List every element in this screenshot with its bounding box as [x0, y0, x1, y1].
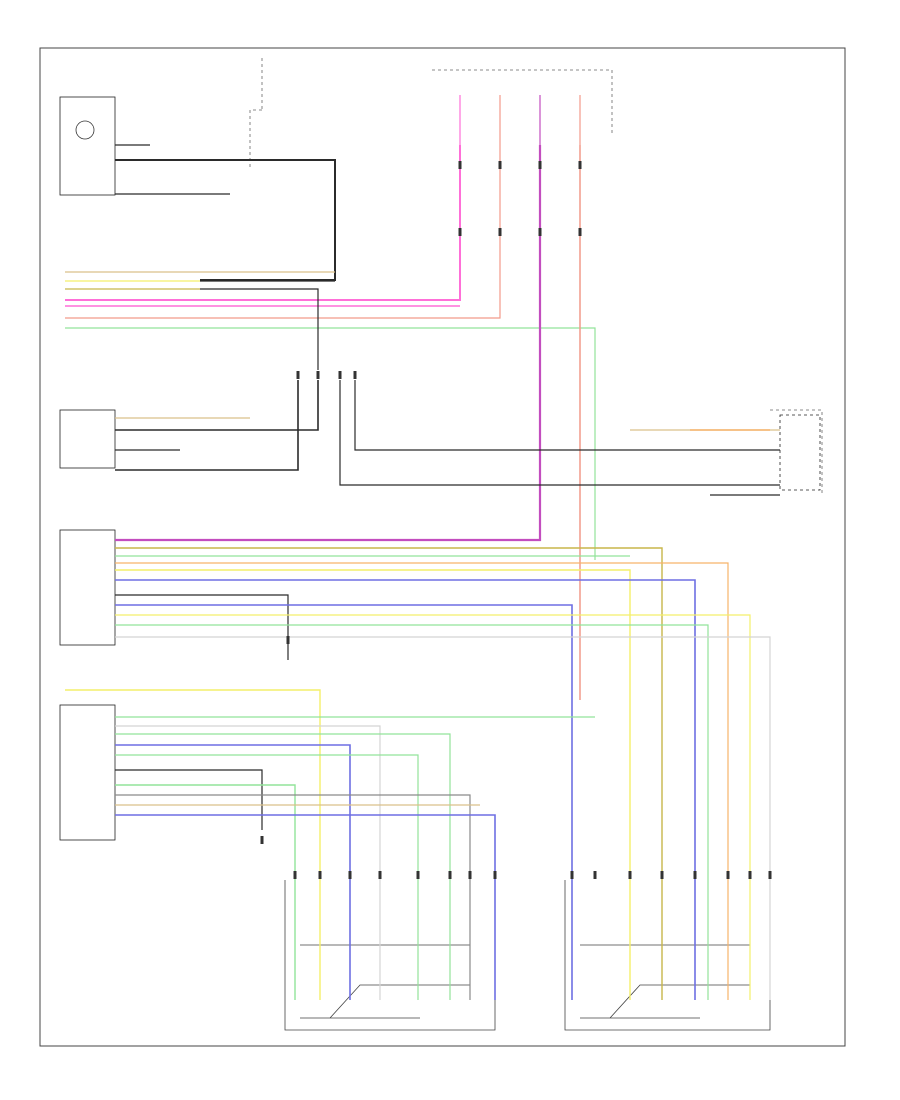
- right-motor-assembly: [564, 880, 771, 1031]
- right-motor-connector-8: [768, 871, 772, 879]
- switch-knob-icon: [75, 120, 95, 140]
- fuse-connector-4: [578, 161, 582, 169]
- wire-mid-switch-black-3: [115, 380, 299, 471]
- left-motor-connector-8: [493, 871, 497, 879]
- fuse-connector-2: [498, 161, 502, 169]
- diagram-frame: [39, 47, 846, 1047]
- left-motor-connector-4: [378, 871, 382, 879]
- wire-rr-blue-2: [115, 814, 496, 1000]
- fuse-connector-lower-2: [498, 228, 502, 236]
- left-motor-connector-2: [318, 871, 322, 879]
- left-motor-connector-1: [293, 871, 297, 879]
- wire-lr-yellow-2: [115, 614, 751, 1000]
- wire-lr-yellow: [115, 569, 631, 1000]
- top-left-switch: [59, 96, 116, 196]
- junction-connector-4: [353, 371, 357, 379]
- wire-lr-white: [115, 636, 771, 1000]
- fuse-connector-lower-4: [578, 228, 582, 236]
- wire-harness-green: [65, 327, 596, 560]
- left-motor-connector-7: [468, 871, 472, 879]
- wire-mid-right-2: [339, 380, 780, 486]
- fuse-connector-lower-3: [538, 228, 542, 236]
- right-motor-connector-6: [726, 871, 730, 879]
- fuse-connector-1: [458, 161, 462, 169]
- right-motor-connector-7: [748, 871, 752, 879]
- fuse-connector-lower-1: [458, 228, 462, 236]
- wire-rr-gray: [115, 794, 471, 1000]
- right-motor-connector-2: [593, 871, 597, 879]
- wire-violet-down: [115, 145, 542, 542]
- left-motor-connector-6: [448, 871, 452, 879]
- passenger-fuse-box-outline: [432, 69, 613, 135]
- wire-lr-orange: [115, 562, 729, 1000]
- wire-rr-green-2: [115, 733, 451, 1000]
- wire-group: [65, 95, 780, 1000]
- wire-harness-pink-main: [65, 145, 461, 301]
- wire-lr-yellow-3: [65, 689, 321, 1000]
- left-motor-connector-3: [348, 871, 352, 879]
- wire-mid-switch-black-1: [115, 380, 319, 431]
- right-switch: [779, 414, 821, 491]
- wire-mid-right-1: [354, 380, 780, 451]
- wire-lr-blue: [115, 579, 696, 1000]
- right-motor-connector-3: [628, 871, 632, 879]
- wire-rr-white: [115, 725, 381, 1000]
- wire-rr-green-3: [115, 754, 419, 1000]
- junction-connector-3: [338, 371, 342, 379]
- ground-lr: [286, 636, 290, 644]
- left-motor-connector-5: [416, 871, 420, 879]
- right-motor-connector-5: [693, 871, 697, 879]
- left-motor-assembly: [284, 880, 496, 1031]
- wire-top-switch-black-1: [115, 159, 336, 281]
- wire-lr-green-2: [115, 624, 709, 1000]
- wire-lr-blue-2: [115, 604, 573, 1000]
- wire-harness-red: [65, 145, 501, 319]
- wire-rr-blue: [115, 744, 351, 1000]
- right-switch-outline: [770, 409, 823, 495]
- right-motor-connector-4: [660, 871, 664, 879]
- mid-left-switch: [59, 409, 116, 469]
- wire-rr-green-4: [115, 784, 296, 1000]
- connector-group: [260, 161, 772, 879]
- wire-lr-olive: [115, 547, 663, 1000]
- wire-harness-gray-2: [200, 288, 319, 370]
- left-rear-module: [59, 529, 116, 646]
- right-rear-module: [59, 704, 116, 841]
- right-motor-connector-1: [570, 871, 574, 879]
- ground-rr: [260, 836, 264, 844]
- junction-connector-2: [316, 371, 320, 379]
- wire-rr-black: [115, 769, 263, 830]
- top-dashed-lead: [249, 58, 263, 170]
- junction-connector-1: [296, 371, 300, 379]
- fuse-connector-3: [538, 161, 542, 169]
